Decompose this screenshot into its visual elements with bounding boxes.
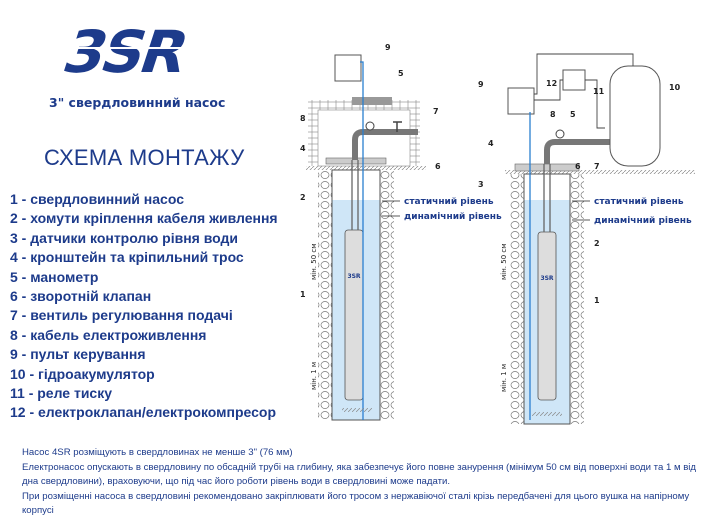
pressure-gauge-icon — [555, 129, 565, 139]
svg-text:6: 6 — [435, 162, 441, 171]
svg-text:мін. 1 м: мін. 1 м — [310, 362, 318, 390]
svg-text:мін. 50 см: мін. 50 см — [500, 243, 508, 280]
svg-text:3: 3 — [478, 180, 484, 189]
legend-item: 10 - гідроакумулятор — [10, 365, 155, 382]
solenoid-valve — [562, 69, 586, 91]
legend-item: 8 - кабель електроживлення — [10, 326, 207, 343]
pump-body — [537, 231, 557, 401]
svg-text:7: 7 — [433, 107, 439, 116]
svg-text:8: 8 — [550, 110, 556, 119]
page-title: СХЕМА МОНТАЖУ — [44, 145, 245, 170]
svg-text:5: 5 — [398, 69, 404, 78]
svg-text:2: 2 — [594, 239, 600, 248]
svg-text:2: 2 — [300, 193, 306, 202]
legend-item: 5 - манометр — [10, 268, 99, 285]
legend-item: 3 - датчики контролю рівня води — [10, 229, 239, 246]
svg-text:5: 5 — [570, 110, 576, 119]
svg-text:динамічний рівень: динамічний рівень — [404, 211, 502, 222]
product-subtitle: 3" свердловинний насос — [49, 95, 226, 110]
svg-text:мін. 50 см: мін. 50 см — [310, 243, 318, 280]
legend-item: 11 - реле тиску — [10, 385, 113, 402]
svg-text:6: 6 — [575, 162, 581, 171]
component-legend: 1 - свердловинний насос 2 - хомути кріпл… — [10, 190, 278, 423]
svg-text:3SR: 3SR — [540, 275, 553, 282]
left-installation: 3SR статичний рівень динамічний рівень м… — [300, 43, 502, 421]
svg-text:1: 1 — [300, 290, 306, 299]
pressure-tank — [609, 65, 661, 167]
svg-text:динамічний рівень: динамічний рівень — [594, 215, 692, 226]
svg-text:3SR: 3SR — [58, 22, 197, 77]
svg-text:статичний рівень: статичний рівень — [404, 196, 494, 207]
legend-item: 4 - кронштейн та кріпильний трос — [10, 249, 244, 266]
svg-text:4: 4 — [488, 139, 494, 148]
svg-text:8: 8 — [300, 114, 306, 123]
right-installation: 3SR статичний рівень динамічний рівень м… — [478, 53, 695, 425]
svg-text:1: 1 — [594, 296, 600, 305]
pressure-gauge-icon — [365, 121, 375, 131]
svg-text:3SR: 3SR — [347, 273, 360, 280]
svg-text:11: 11 — [593, 87, 605, 96]
note: Електронасос опускають в свердловину по … — [22, 461, 697, 488]
svg-text:статичний рівень: статичний рівень — [594, 196, 684, 207]
discharge-pipe — [544, 139, 610, 164]
power-cable — [360, 61, 364, 420]
note: При розміщенні насоса в свердловині реко… — [22, 490, 690, 517]
pump-body — [344, 229, 364, 401]
svg-text:9: 9 — [478, 80, 484, 89]
svg-text:4: 4 — [300, 144, 306, 153]
svg-text:12: 12 — [546, 79, 557, 88]
legend-item: 1 - свердловинний насос — [10, 191, 184, 207]
legend-item: 7 - вентиль регулювання подачі — [10, 307, 233, 324]
brand-logo: 3SR — [58, 22, 208, 77]
svg-text:9: 9 — [385, 43, 391, 52]
legend-item: 9 - пульт керування — [10, 346, 146, 363]
svg-text:10: 10 — [669, 83, 681, 92]
installation-notes: Насос 4SR розміщують в свердловинах не м… — [22, 446, 702, 519]
legend-item: 2 - хомути кріплення кабеля живлення — [10, 210, 278, 227]
control-panel — [334, 54, 362, 82]
legend-item: 6 - зворотній клапан — [10, 288, 152, 305]
control-panel — [507, 87, 535, 115]
note: Насос 4SR розміщують в свердловинах не м… — [22, 447, 293, 458]
svg-text:7: 7 — [594, 162, 600, 171]
legend-item: 12 - електроклапан/електрокомпресор — [10, 404, 276, 421]
svg-text:мін. 1 м: мін. 1 м — [500, 364, 508, 392]
